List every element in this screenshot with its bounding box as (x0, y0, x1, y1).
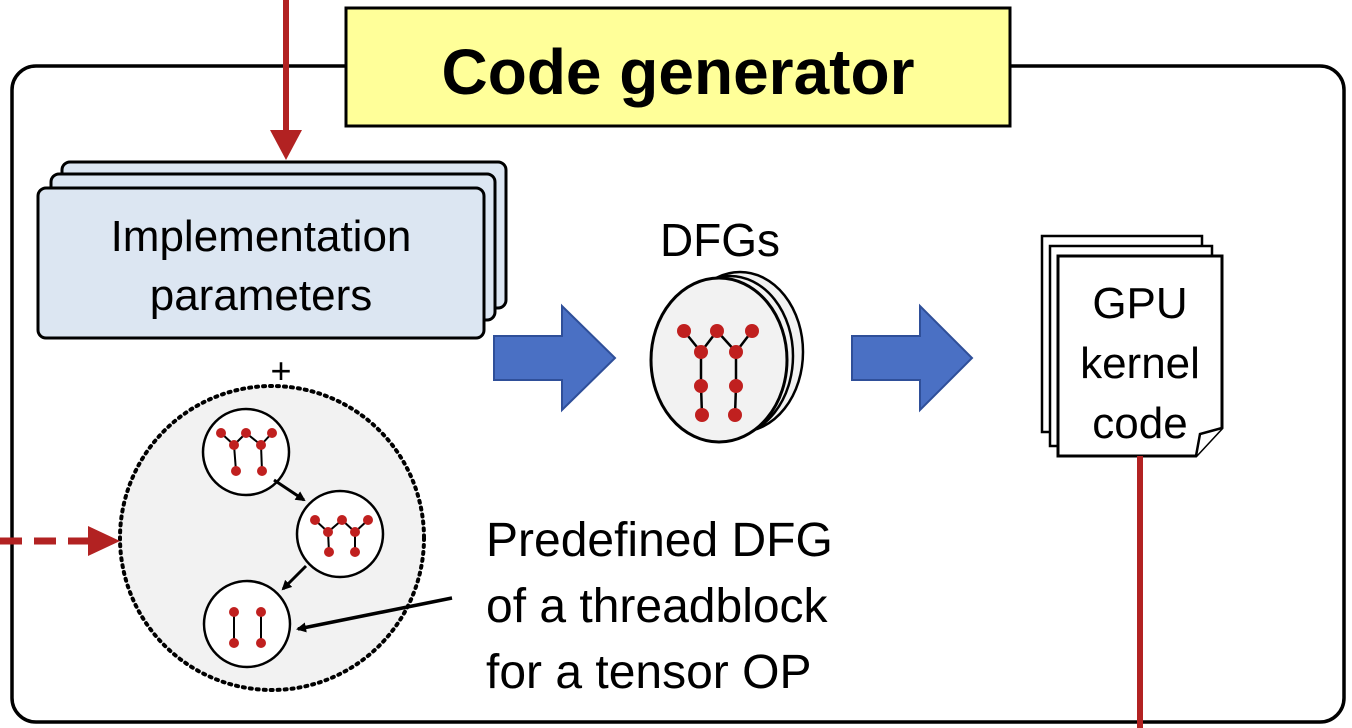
dfgs-stack (649, 270, 805, 444)
threadblock-dfg-3 (202, 579, 292, 669)
impl-params-line2: parameters (150, 271, 373, 320)
dfg-arrow-1 (273, 478, 306, 502)
dfgs-label: DFGs (660, 214, 780, 266)
dfg-main-oval (649, 276, 789, 444)
implementation-parameters-stack: Implementation parameters (36, 160, 508, 340)
pointer-arrow (296, 596, 453, 633)
gpu-code-line3: code (1092, 399, 1187, 448)
predefined-line2: of a threadblock (486, 580, 829, 633)
threadblock-dfg-2 (295, 489, 385, 579)
gpu-kernel-code-stack: GPU kernel code (1040, 234, 1224, 458)
title-text: Code generator (442, 36, 915, 108)
flow-arrow-2 (851, 303, 974, 413)
predefined-dfg-circle (118, 384, 426, 692)
gpu-code-line2: kernel (1080, 339, 1200, 388)
plus-sign: + (270, 350, 291, 391)
implementation-parameters-box (36, 186, 486, 340)
flow-arrow-1 (493, 303, 617, 413)
predefined-line1: Predefined DFG (486, 514, 833, 567)
input-arrow-top (270, 0, 302, 160)
impl-params-line1: Implementation (111, 212, 412, 261)
gpu-code-line1: GPU (1092, 279, 1187, 328)
predefined-dfg-group (118, 384, 426, 692)
dashed-input-arrow (0, 526, 120, 556)
dfg-arrow-2 (281, 564, 308, 591)
threadblock-dfg-1 (201, 407, 291, 497)
predefined-line3: for a tensor OP (486, 646, 811, 699)
title-box (344, 6, 1012, 128)
